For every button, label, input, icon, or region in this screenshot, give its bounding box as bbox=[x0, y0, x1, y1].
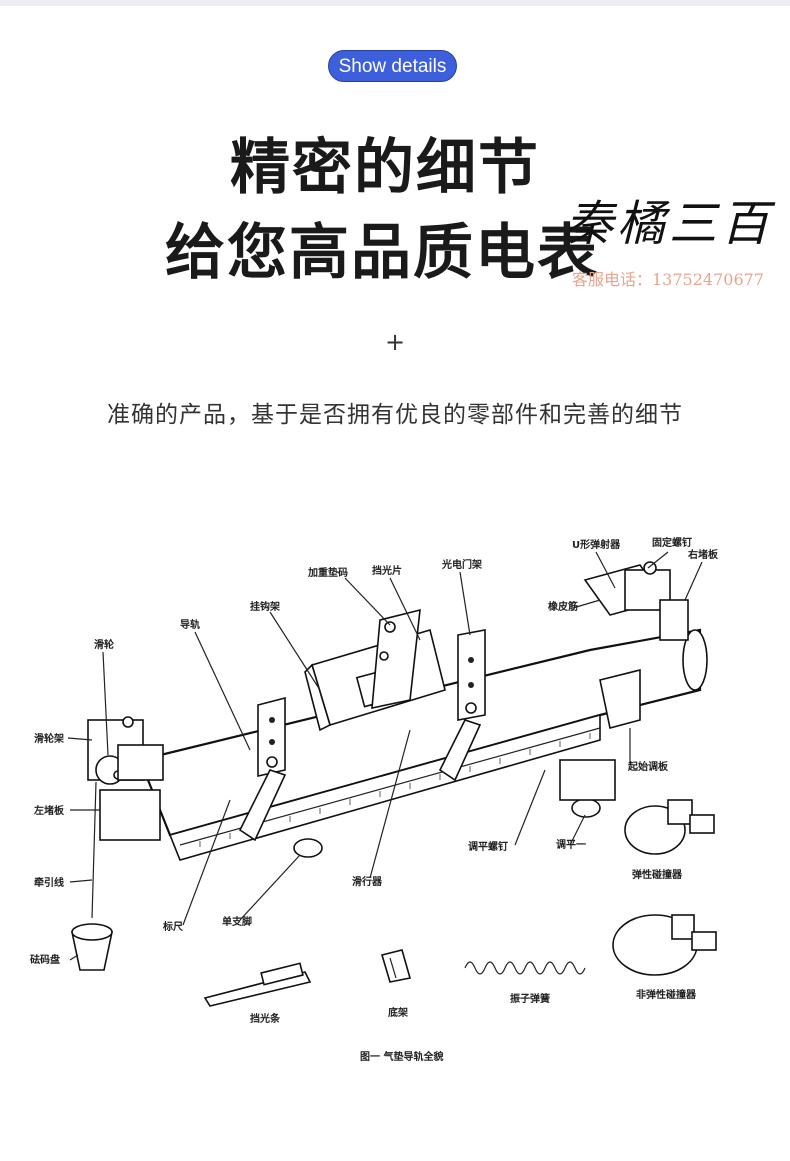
phone-watermark: 客服电话：13752470677 bbox=[572, 270, 764, 289]
label-ruler: 标尺 bbox=[162, 920, 183, 933]
label-rope: 牵引线 bbox=[34, 876, 64, 889]
label-single-foot: 单支脚 bbox=[222, 915, 252, 928]
brand-watermark: 秦橘三百 bbox=[565, 196, 774, 252]
label-photogate: 光电门架 bbox=[441, 558, 482, 571]
label-inelastic-bumper: 非弹性碰撞器 bbox=[636, 988, 697, 1001]
subtitle: 准确的产品，基于是否拥有优良的零部件和完善的细节 bbox=[107, 402, 683, 428]
slider-block bbox=[304, 608, 446, 732]
left-upright bbox=[238, 696, 287, 842]
label-fixed-screw: 固定螺钉 bbox=[652, 536, 692, 549]
label-spring: 振子弹簧 bbox=[510, 992, 550, 1005]
label-start-block: 起始调板 bbox=[627, 760, 669, 773]
label-left-board: 左堵板 bbox=[33, 804, 65, 817]
spring bbox=[464, 961, 586, 975]
elastic-bumper bbox=[624, 799, 715, 855]
label-pulley-frame: 滑轮架 bbox=[34, 732, 64, 745]
label-right-board: 右堵板 bbox=[687, 548, 719, 561]
weight-tray bbox=[71, 781, 113, 971]
right-end-assembly bbox=[583, 561, 689, 729]
top-strip bbox=[0, 0, 790, 6]
label-hook: 挂钩架 bbox=[250, 600, 280, 613]
label-base-frame: 底架 bbox=[388, 1006, 408, 1019]
left-end-assembly bbox=[87, 716, 164, 841]
label-weight-tray: 砝码盘 bbox=[30, 953, 60, 966]
label-rubber: 橡皮筋 bbox=[548, 600, 578, 613]
label-level-screw: 调平螺钉 bbox=[468, 840, 508, 853]
plus-separator: + bbox=[385, 328, 406, 356]
page-title-line1: 精密的细节 bbox=[230, 133, 540, 203]
label-elastic-bumper: 弹性碰撞器 bbox=[632, 868, 683, 881]
label-shade: 挡光片 bbox=[372, 564, 402, 577]
air-track-diagram: U形弹射器 固定螺钉 右堵板 加重垫码 挡光片 光电门架 挂钩架 导轨 橡皮筋 … bbox=[30, 536, 719, 1063]
label-level-foot: 调平一 bbox=[556, 838, 586, 851]
inelastic-bumper bbox=[612, 914, 717, 976]
label-shade-strip: 挡光条 bbox=[250, 1012, 281, 1025]
show-details-button[interactable]: Show details bbox=[328, 50, 457, 82]
label-pulley: 滑轮 bbox=[94, 638, 114, 651]
diagram-caption: 图一 气垫导轨全貌 bbox=[360, 1050, 443, 1063]
shade-strip bbox=[203, 962, 312, 1007]
label-slider: 滑行器 bbox=[352, 875, 383, 888]
photogate-upright bbox=[438, 629, 486, 782]
base-frame bbox=[380, 949, 412, 983]
ruler-ticks bbox=[199, 733, 591, 847]
label-rail: 导轨 bbox=[180, 618, 200, 631]
leader-lines bbox=[67, 551, 703, 961]
label-u-shape: U形弹射器 bbox=[572, 538, 621, 551]
page-title-line2: 给您高品质电表 bbox=[165, 218, 599, 288]
label-weight: 加重垫码 bbox=[307, 566, 348, 579]
